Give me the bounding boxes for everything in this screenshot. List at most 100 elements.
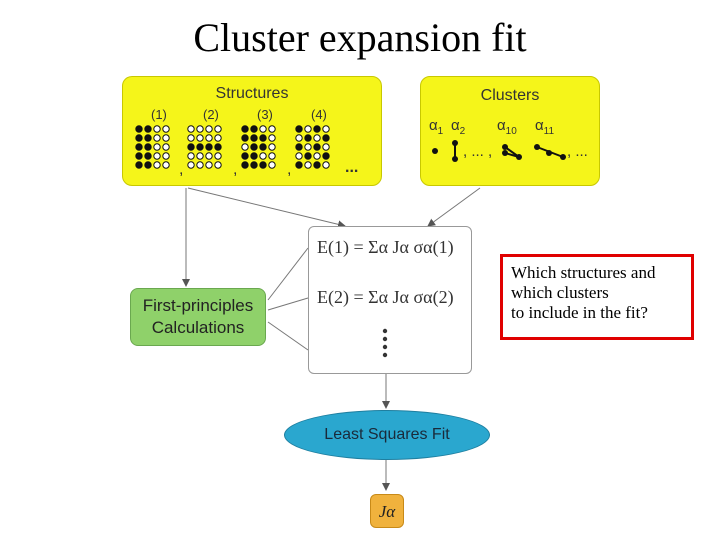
lattice-site: [268, 125, 276, 133]
first-principles-line2: Calculations: [151, 318, 245, 337]
lattice-site: [144, 134, 152, 142]
cluster-label-alpha1: α1: [429, 117, 443, 137]
equations-box: E(1) = Σα Jα σα(1) E(2) = Σα Jα σα(2): [308, 226, 472, 374]
lattice-site: [162, 134, 170, 142]
lattice-site: [162, 152, 170, 160]
lattice-site: [144, 143, 152, 151]
lattice-site: [196, 152, 204, 160]
alpha-symbol: α: [451, 117, 460, 134]
lattice-site: [304, 152, 312, 160]
lattice-site: [162, 161, 170, 169]
lattice-site: [196, 134, 204, 142]
structures-box: Structures (1) (2) (3) (4) , , , ...: [122, 76, 382, 186]
first-principles-line1: First-principles: [142, 296, 254, 315]
alpha-symbol: α: [535, 117, 544, 134]
lattice-site: [259, 161, 267, 169]
lattice-site: [322, 152, 330, 160]
alpha-symbol: α: [429, 117, 438, 134]
lattice-site: [241, 125, 249, 133]
lattice-site: [268, 143, 276, 151]
first-principles-box: First-principles Calculations: [130, 288, 266, 346]
lattice-site: [135, 161, 143, 169]
slide-title: Cluster expansion fit: [193, 15, 527, 60]
structure-label-1: (1): [151, 107, 167, 122]
lattice-site: [268, 134, 276, 142]
alpha2-subscript: 2: [459, 126, 466, 137]
lattice-site: [162, 143, 170, 151]
lattice-site: [313, 152, 321, 160]
lattice-site: [144, 125, 152, 133]
lattice-site: [187, 161, 195, 169]
lattice-site: [187, 134, 195, 142]
arrow-clusters-to-equations: [427, 187, 481, 227]
lattice-site: [162, 125, 170, 133]
lattice-site: [268, 161, 276, 169]
lattice-site: [187, 125, 195, 133]
equation-2: E(2) = Σα Jα σα(2): [317, 287, 454, 307]
lattice-site: [144, 161, 152, 169]
lattice-site: [241, 161, 249, 169]
line-calc-eq1: [267, 247, 309, 301]
result-label: Jα: [378, 502, 396, 521]
structure-label-2: (2): [203, 107, 219, 122]
lattice-site: [250, 125, 258, 133]
lattice-site: [214, 161, 222, 169]
structures-heading: Structures: [215, 85, 289, 102]
least-squares-node: Least Squares Fit: [284, 410, 490, 460]
vertical-ellipsis-icon: [382, 328, 388, 358]
lattice-site: [187, 143, 195, 151]
lattice-site: [295, 125, 303, 133]
alpha-symbol: α: [497, 117, 506, 134]
structure-sep-1: ,: [179, 161, 184, 178]
lattice-site: [313, 125, 321, 133]
lattice-site: [205, 143, 213, 151]
lattice-site: [259, 143, 267, 151]
callout-line1: Which structures and: [511, 263, 656, 282]
lattice-site: [295, 152, 303, 160]
lattice-site: [187, 152, 195, 160]
alpha1-subscript: 1: [437, 126, 444, 137]
lattice-site: [322, 125, 330, 133]
lattice-site: [153, 134, 161, 142]
structure-lattices: [135, 125, 330, 169]
lattice-site: [304, 161, 312, 169]
least-squares-label: Least Squares Fit: [324, 426, 450, 443]
alpha11-subscript: 11: [543, 126, 555, 137]
callout-line2: which clusters: [511, 283, 609, 302]
result-box: Jα: [370, 494, 404, 528]
lattice-site: [196, 143, 204, 151]
lattice-site: [135, 143, 143, 151]
lattice-site: [304, 125, 312, 133]
lattice-site: [268, 152, 276, 160]
lattice-site: [304, 143, 312, 151]
lattice-site: [135, 152, 143, 160]
lattice-site: [304, 134, 312, 142]
question-callout: Which structures and which clusters to i…: [500, 254, 694, 340]
line-calc-eq2: [267, 297, 309, 311]
lattice-site: [295, 143, 303, 151]
structure-sep-2: ,: [233, 161, 238, 178]
lattice-site: [153, 152, 161, 160]
lattice-site: [205, 161, 213, 169]
cluster-figures: [432, 140, 566, 162]
lattice-site: [153, 143, 161, 151]
lattice-site: [205, 152, 213, 160]
lattice-site: [214, 125, 222, 133]
lattice-site: [295, 161, 303, 169]
cluster-sep-end: , ...: [567, 143, 588, 160]
lattice-site: [153, 161, 161, 169]
structure-label-4: (4): [311, 107, 327, 122]
lattice-site: [196, 125, 204, 133]
alpha10-subscript: 10: [505, 126, 517, 137]
cluster-label-alpha2: α2: [451, 117, 465, 137]
lattice-site: [322, 134, 330, 142]
equation-1: E(1) = Σα Jα σα(1): [317, 237, 454, 257]
lattice-site: [135, 125, 143, 133]
lattice-site: [259, 152, 267, 160]
lattice-site: [214, 143, 222, 151]
structure-sep-3: ,: [287, 161, 292, 178]
lattice-site: [250, 152, 258, 160]
callout-line3: to include in the fit?: [511, 303, 648, 322]
lattice-site: [295, 134, 303, 142]
